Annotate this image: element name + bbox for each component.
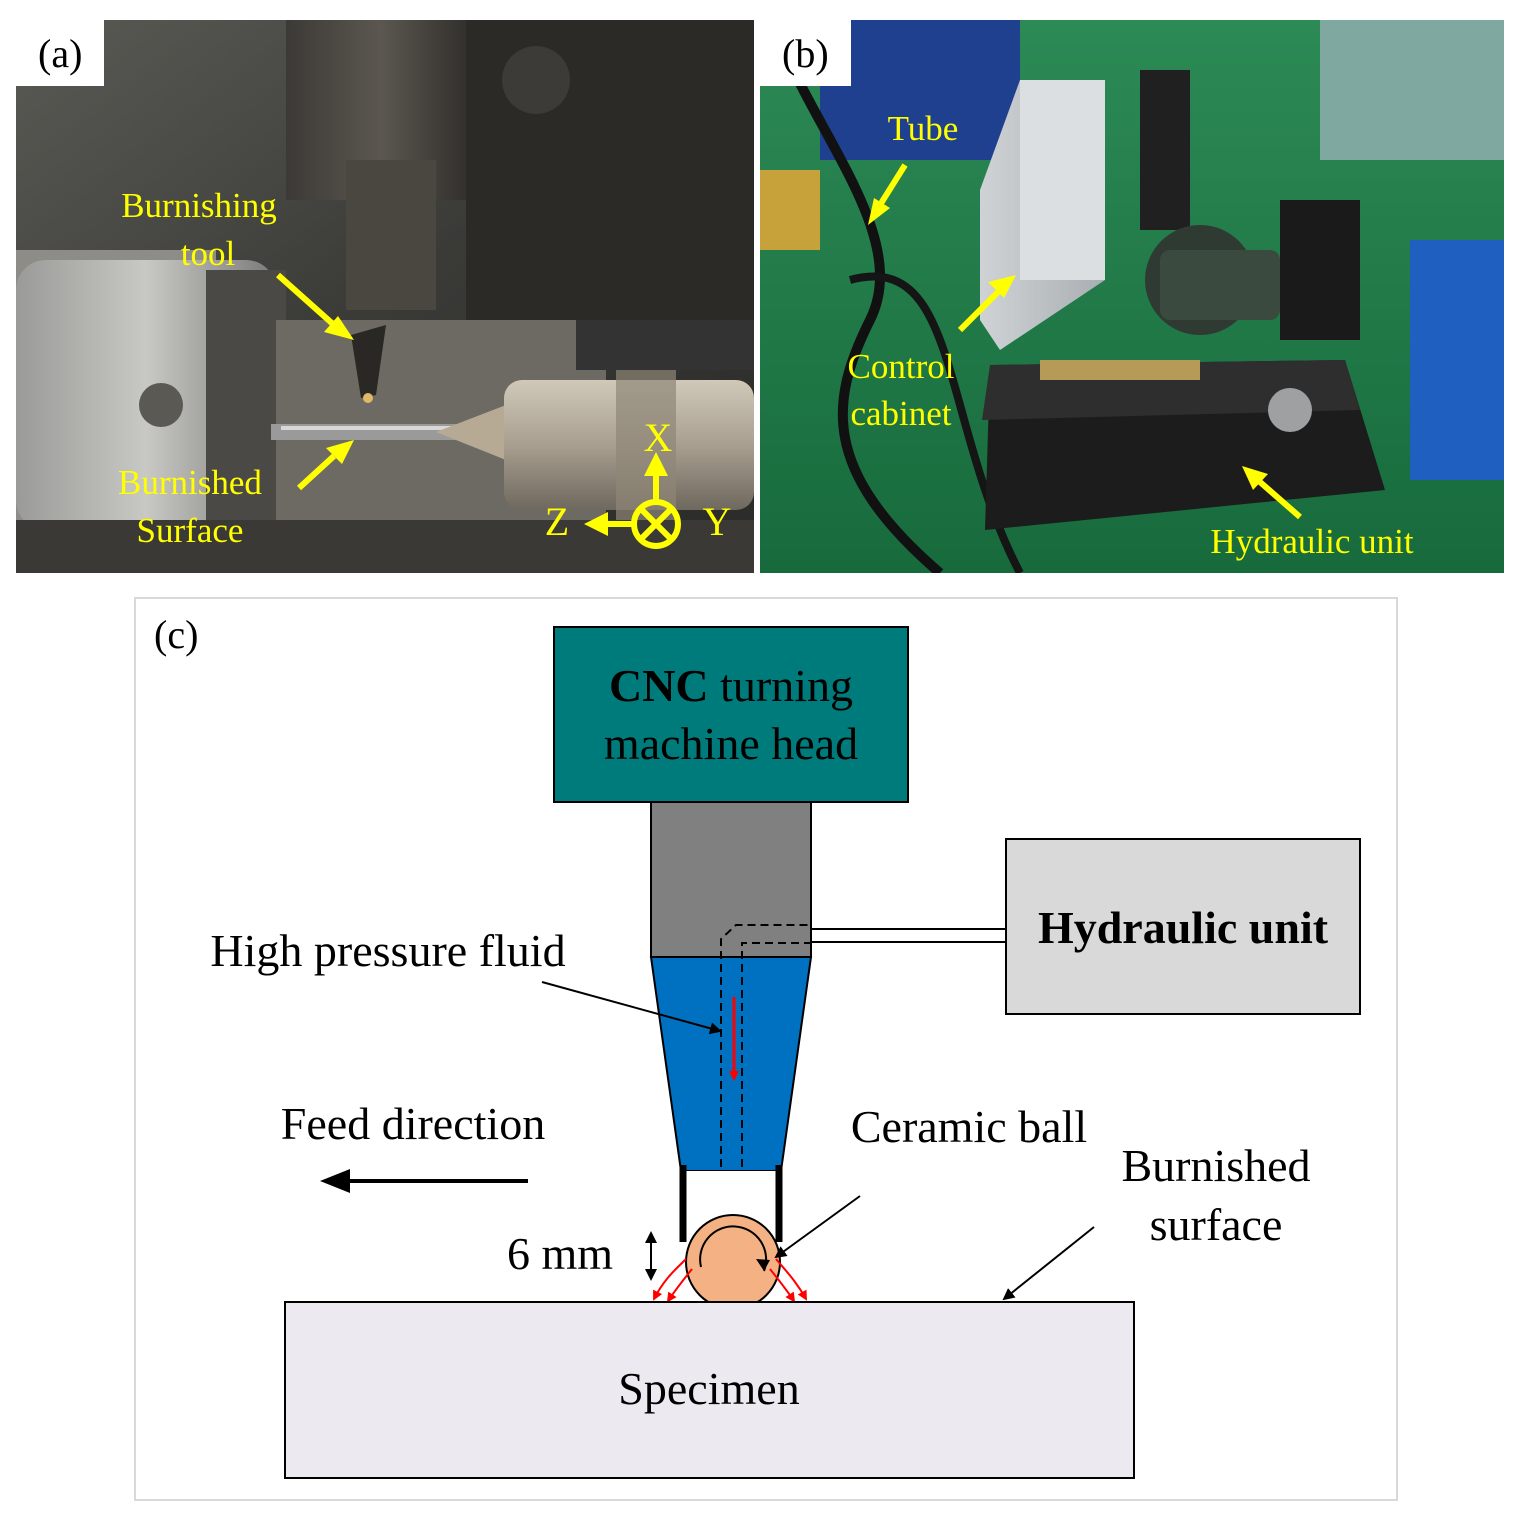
yellow-stand <box>760 170 820 250</box>
cnc-machine-head-box <box>553 626 909 803</box>
fluid-channel-left <box>720 924 811 1167</box>
label-control-cabinet-2: cabinet <box>850 394 951 433</box>
escape-flow-left-2 <box>666 1268 693 1303</box>
workpiece-highlight <box>281 426 451 430</box>
y-axis-circle <box>631 499 681 549</box>
valve-manifold <box>1040 360 1200 380</box>
high-pressure-fluid-chamber <box>649 956 813 1172</box>
escape-flow-right-1 <box>775 1258 807 1301</box>
arrow-cabinet-head <box>988 275 1016 298</box>
vertical-filter <box>1140 70 1190 230</box>
ball-rotation-head <box>756 1259 770 1271</box>
tailstock-ring <box>616 370 676 520</box>
arrow-surface-head <box>326 440 354 464</box>
panel-a-tag: (a) <box>16 20 105 86</box>
high-pressure-fluid-label: High pressure fluid <box>210 925 565 976</box>
panel-a-photo: Burnishing tool Burnished Surface X Y Z … <box>16 20 754 573</box>
cabinet-front <box>1020 80 1105 280</box>
lathe-photo-illustration: Burnishing tool Burnished Surface X Y Z <box>16 20 754 573</box>
gap-dimension-head-bottom <box>645 1269 657 1281</box>
z-axis-head <box>584 512 608 536</box>
ball-rotation-arc <box>699 1225 768 1272</box>
coordinate-axes: X Y Z <box>545 415 732 549</box>
gap-dimension-head-top <box>645 1231 657 1243</box>
arrow-cabinet-shaft <box>957 289 1001 333</box>
hydraulic-unit-label: Hydraulic unit <box>1038 902 1329 953</box>
arrow-tool-shaft <box>276 272 336 328</box>
specimen-block <box>284 1301 1135 1479</box>
ceramic-ball-label: Ceramic ball <box>851 1101 1087 1152</box>
axis-label-y: Y <box>703 499 732 544</box>
label-burnishing-tool-2: tool <box>181 234 236 273</box>
gap-dimension-label: 6 mm <box>507 1228 613 1279</box>
axis-label-x: X <box>644 415 673 460</box>
hydraulic-photo-illustration: Tube Control cabinet Hydraulic unit <box>760 20 1504 573</box>
motor-housing <box>1160 250 1280 320</box>
arrow-tool-head <box>324 316 354 340</box>
background-blue-cabinet <box>820 20 1020 160</box>
chuck-jaw <box>206 270 286 520</box>
high-pressure-fluid-pointer <box>541 981 722 1035</box>
panel-c-schematic: CNC turning machine head Hydraulic unit … <box>134 597 1398 1501</box>
burnishing-tool-body <box>351 325 386 398</box>
burnished-surface-label-2: surface <box>1150 1199 1283 1250</box>
label-burnishing-tool-1: Burnishing <box>121 186 277 225</box>
cnc-machine-head-label-line1: CNC turning <box>609 660 853 711</box>
lathe-base <box>16 520 754 573</box>
tailstock-center <box>436 405 506 460</box>
fluid-channel-right <box>741 942 811 1167</box>
radiator <box>1280 200 1360 340</box>
turret-hole <box>502 46 570 114</box>
label-control-cabinet-1: Control <box>848 347 955 386</box>
axis-label-z: Z <box>545 499 569 544</box>
feed-direction-head <box>320 1169 350 1193</box>
specimen-label: Specimen <box>618 1363 799 1414</box>
tool-holder <box>346 160 436 310</box>
arrow-tube-head <box>868 198 890 225</box>
panel-b-photo: Tube Control cabinet Hydraulic unit (b) <box>760 20 1504 573</box>
escape-flow-right-2 <box>769 1268 796 1303</box>
arrow-hydraulic-shaft <box>1258 479 1302 520</box>
label-hydraulic-unit: Hydraulic unit <box>1210 522 1413 561</box>
background-green-cabinet <box>1320 20 1504 160</box>
burnished-surface-label-1: Burnished <box>1121 1140 1310 1191</box>
arrow-hydraulic-head <box>1242 466 1268 490</box>
label-burnished-surface-1: Burnished <box>118 463 262 502</box>
tank-cap <box>1268 388 1312 432</box>
label-burnished-surface-2: Surface <box>137 511 244 550</box>
chuck-bolt <box>139 383 183 427</box>
label-tube: Tube <box>888 109 959 148</box>
escape-flow-left-1 <box>653 1258 687 1301</box>
arrow-tube-shaft <box>877 163 908 207</box>
panel-c-tag: (c) <box>136 599 217 671</box>
burnishing-tool-tip <box>363 393 373 403</box>
hydraulic-unit-box <box>1005 838 1361 1015</box>
background-blue-box <box>1410 240 1504 480</box>
tool-holder-block <box>650 801 812 958</box>
y-axis-cross-2 <box>638 506 674 542</box>
cnc-bold-text: CNC <box>609 660 709 711</box>
feed-direction-label: Feed direction <box>281 1098 545 1149</box>
turret-shadow <box>576 320 754 370</box>
burnishing-schematic: CNC turning machine head Hydraulic unit … <box>210 626 1361 1479</box>
cable-1 <box>775 38 944 573</box>
x-axis-head <box>644 452 668 476</box>
panel-b-tag: (b) <box>760 20 851 86</box>
cnc-machine-head-label-line2: machine head <box>604 718 858 769</box>
arrow-surface-shaft <box>296 453 337 491</box>
cnc-rest-text: turning <box>709 660 853 711</box>
burnished-surface-pointer <box>1002 1226 1095 1301</box>
ceramic-ball-pointer <box>774 1195 861 1259</box>
